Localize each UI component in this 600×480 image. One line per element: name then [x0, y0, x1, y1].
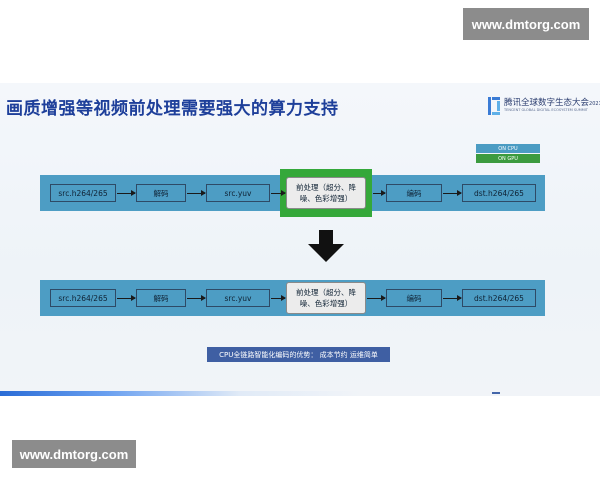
node-encode: 编码 — [386, 184, 442, 202]
node-dst-h264: dst.h264/265 — [462, 289, 536, 307]
node-decode: 解码 — [136, 289, 186, 307]
node-decode: 解码 — [136, 184, 186, 202]
flow-arrow — [367, 295, 386, 301]
tencent-summit-logo-icon — [488, 97, 500, 115]
flow-arrow — [187, 295, 206, 301]
flow-arrow — [271, 295, 286, 301]
slide-bottom-dash — [492, 392, 500, 394]
flow-arrow — [117, 190, 136, 196]
slide: 画质增强等视频前处理需要强大的算力支持 腾讯全球数字生态大会2021 TENCE… — [0, 83, 600, 396]
node-encode: 编码 — [386, 289, 442, 307]
logo-name: 腾讯全球数字生态大会2021 — [504, 98, 600, 108]
logo-subtitle: TENCENT GLOBAL DIGITAL ECOSYSTEM SUMMIT — [504, 108, 588, 112]
node-dst-h264: dst.h264/265 — [462, 184, 536, 202]
caption-banner: CPU全链路智能化编码的优势： 成本节约 运维简单 — [207, 347, 390, 362]
flow-arrow — [443, 190, 462, 196]
node-preprocess: 前处理（超分、降噪、色彩增强） — [286, 282, 366, 314]
down-arrow-icon — [308, 230, 344, 262]
node-src-h264: src.h264/265 — [50, 289, 116, 307]
watermark-bottom: www.dmtorg.com — [12, 440, 136, 468]
slide-title: 画质增强等视频前处理需要强大的算力支持 — [6, 99, 339, 119]
flow-arrow — [187, 190, 206, 196]
node-src-yuv: src.yuv — [206, 184, 270, 202]
node-src-yuv: src.yuv — [206, 289, 270, 307]
flow-arrow — [373, 190, 386, 196]
flow-arrow — [443, 295, 462, 301]
summit-logo: 腾讯全球数字生态大会2021 TENCENT GLOBAL DIGITAL EC… — [487, 95, 600, 117]
flow-arrow — [271, 190, 286, 196]
legend-on-cpu: ON CPU — [476, 144, 540, 153]
slide-bottom-accent — [0, 391, 600, 396]
node-src-h264: src.h264/265 — [50, 184, 116, 202]
legend-on-gpu: ON GPU — [476, 154, 540, 163]
node-preprocess: 前处理（超分、降噪、色彩增强） — [286, 177, 366, 209]
watermark-top: www.dmtorg.com — [463, 8, 589, 40]
flow-arrow — [117, 295, 136, 301]
